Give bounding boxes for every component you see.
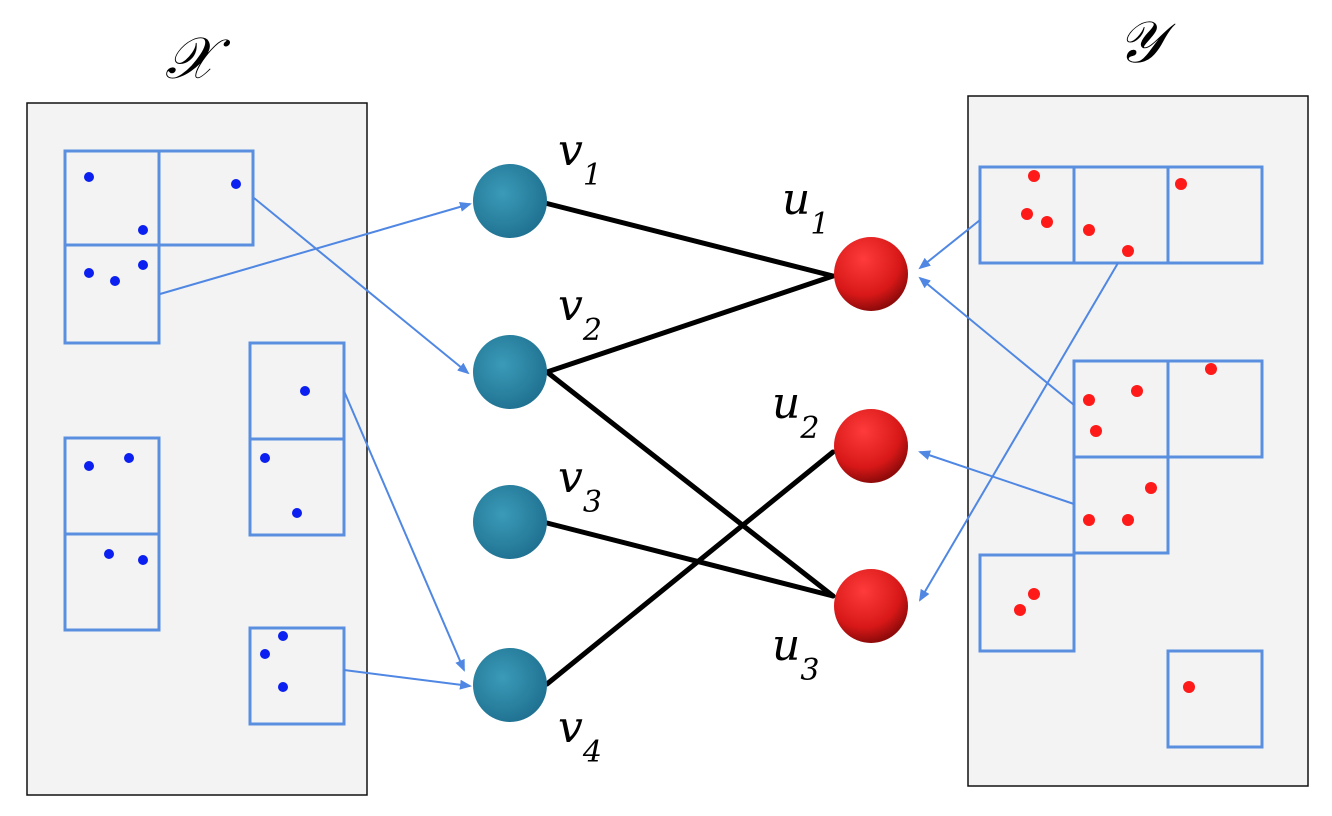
svg-text:u1: u1	[782, 174, 829, 242]
arrow-x-to-v2	[253, 197, 470, 375]
y-point	[1014, 604, 1026, 616]
arrow-y-to-u3	[918, 262, 1119, 602]
v3-subscript: 3	[583, 485, 602, 520]
v-node-circle	[473, 335, 547, 409]
x-point	[110, 276, 120, 286]
x-point	[231, 179, 241, 189]
svg-text:v1: v1	[558, 125, 602, 193]
u-node-circle	[834, 237, 908, 311]
x-point	[260, 649, 270, 659]
edge-v3-u3	[544, 520, 836, 599]
x-point	[104, 549, 114, 559]
x-point	[292, 508, 302, 518]
v-nodes: v1 v2 v3 v4	[473, 125, 602, 770]
edge-v2-u1	[544, 273, 836, 375]
v3-letter: v	[558, 452, 583, 503]
x-cell	[63, 532, 161, 632]
arrow-y-to-u1	[918, 276, 1075, 406]
y-cell	[1072, 455, 1170, 555]
x-point	[278, 682, 288, 692]
u2-subscript: 2	[799, 411, 819, 446]
v2-letter: v	[558, 280, 583, 331]
x-point	[278, 631, 288, 641]
x-point	[300, 386, 310, 396]
arrow-y-to-u2	[918, 450, 1075, 505]
y-point	[1028, 588, 1040, 600]
svg-text:u3: u3	[772, 620, 819, 688]
y-point	[1122, 514, 1134, 526]
v4-subscript: 4	[582, 735, 602, 770]
y-point	[1083, 514, 1095, 526]
u2-letter: u	[772, 378, 800, 429]
u1-letter: u	[782, 174, 810, 225]
y-cell	[1166, 165, 1264, 265]
y-point	[1205, 363, 1217, 375]
x-set-label: 𝒳	[165, 24, 231, 92]
v-node-circle	[473, 648, 547, 722]
v-node-circle	[473, 164, 547, 238]
u3-subscript: 3	[800, 653, 819, 688]
arrow-y-to-u1	[918, 219, 981, 270]
bipartite-edges	[542, 200, 836, 687]
edge-v4-u2	[544, 449, 836, 687]
v1-subscript: 1	[583, 158, 602, 193]
x-cell	[63, 243, 161, 345]
y-set-label: 𝒴	[1117, 8, 1176, 76]
node-u1: u1	[782, 174, 908, 311]
y-set-panel: 𝒴	[967, 8, 1309, 787]
y-point	[1145, 482, 1157, 494]
node-v4: v4	[473, 648, 602, 770]
mapping-arrows	[159, 197, 1119, 690]
edge-v1-u1	[542, 200, 836, 279]
y-point	[1090, 425, 1102, 437]
x-point	[260, 453, 270, 463]
edge-v2-u3	[544, 369, 836, 599]
y-point	[1028, 170, 1040, 182]
y-cell	[1166, 359, 1264, 459]
x-cell	[248, 437, 346, 537]
v-node-circle	[473, 485, 547, 559]
u-node-circle	[834, 569, 908, 643]
x-point	[124, 453, 134, 463]
u1-subscript: 1	[810, 207, 829, 242]
v4-letter: v	[558, 702, 583, 753]
x-point	[84, 461, 94, 471]
u-node-circle	[834, 409, 908, 483]
u3-letter: u	[772, 620, 800, 671]
arrow-x-to-v4	[343, 669, 472, 690]
x-point	[84, 268, 94, 278]
node-u3: u3	[772, 569, 908, 688]
x-point	[84, 172, 94, 182]
svg-text:u2: u2	[772, 378, 819, 446]
svg-text:v3: v3	[558, 452, 602, 520]
svg-text:v4: v4	[558, 702, 602, 770]
y-point	[1041, 216, 1053, 228]
v1-letter: v	[558, 125, 583, 176]
y-point	[1083, 224, 1095, 236]
node-v1: v1	[473, 125, 602, 238]
y-point	[1021, 208, 1033, 220]
x-cell	[248, 626, 346, 726]
y-point	[1175, 178, 1187, 190]
y-point	[1122, 245, 1134, 257]
node-v3: v3	[473, 452, 602, 559]
y-cell	[1166, 649, 1264, 749]
y-point	[1131, 385, 1143, 397]
y-point	[1183, 681, 1195, 693]
y-cell	[978, 553, 1076, 653]
x-point	[138, 260, 148, 270]
x-point	[138, 555, 148, 565]
y-point	[1083, 394, 1095, 406]
u-nodes: u1 u2 u3	[772, 174, 908, 688]
svg-text:v2: v2	[558, 280, 602, 348]
x-set-panel: 𝒳	[26, 24, 368, 796]
node-v2: v2	[473, 280, 602, 409]
x-cell	[157, 149, 255, 247]
arrow-x-to-v4	[343, 390, 465, 672]
x-point	[138, 225, 148, 235]
v2-subscript: 2	[582, 313, 602, 348]
node-u2: u2	[772, 378, 908, 483]
